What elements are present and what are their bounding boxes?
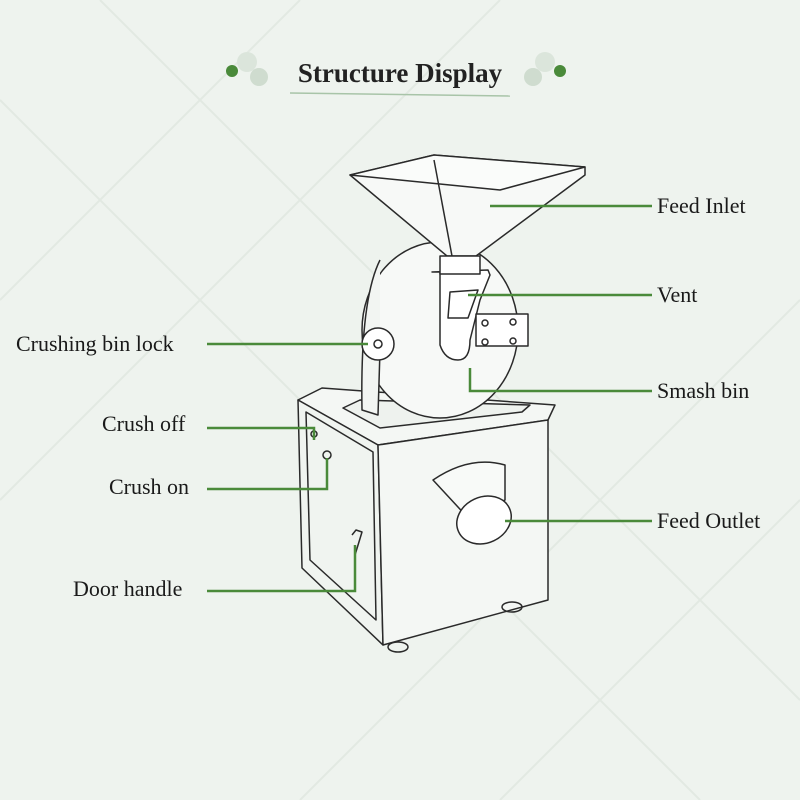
- leader-door-handle: [207, 545, 357, 593]
- leader-lines: [207, 204, 652, 593]
- label-crush-on: Crush on: [109, 474, 190, 499]
- label-door-handle: Door handle: [73, 576, 183, 601]
- label-crushing-bin-lock: Crushing bin lock: [16, 331, 174, 356]
- leader-crush-off: [207, 426, 316, 440]
- label-crush-off: Crush off: [102, 411, 186, 436]
- label-vent: Vent: [657, 282, 698, 307]
- label-smash-bin: Smash bin: [657, 378, 750, 403]
- label-feed-outlet: Feed Outlet: [657, 508, 761, 533]
- leader-crush-on: [207, 458, 329, 491]
- page-title: Structure Display: [297, 58, 503, 88]
- leader-smash-bin: [468, 368, 652, 393]
- grinder-machine-illustration: [297, 154, 586, 653]
- title-decoration: [226, 52, 566, 97]
- label-feed-inlet: Feed Inlet: [657, 193, 746, 218]
